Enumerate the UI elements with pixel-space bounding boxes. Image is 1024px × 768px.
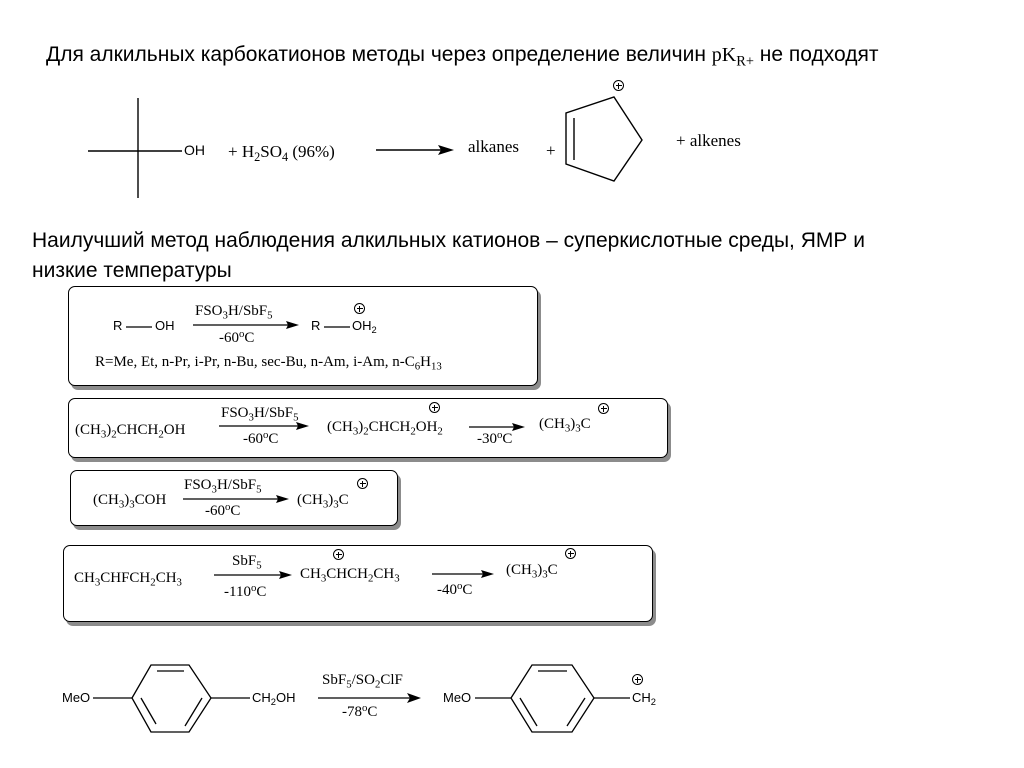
box4-arrow2-head	[481, 570, 494, 578]
box2-start: (CH3)2CHCH2OH	[75, 422, 186, 441]
box1-arrowhead	[286, 321, 299, 329]
cyclopentenyl-cation-charge	[613, 80, 624, 91]
box3-tbutyl-cation-charge	[357, 478, 368, 489]
benzyl-cation-charge	[632, 674, 643, 685]
reaction-box-tbutanol: (CH3)3COH FSO3H/SbF5 -60oC (CH3)3C	[70, 470, 398, 526]
benzene-ring-right	[510, 664, 595, 733]
box3-reagent: FSO3H/SbF5	[184, 477, 262, 496]
reaction-box-alcohol-protonation: R OH FSO3H/SbF5 -60oC R OH2 R=Me, Et, n-…	[68, 286, 538, 386]
heading1-tail: не подходят	[759, 43, 879, 66]
box2-product: (CH3)3C	[539, 416, 591, 435]
box2-arrow1-head	[296, 422, 309, 430]
box1-r-list: R=Me, Et, n-Pr, i-Pr, n-Bu, sec-Bu, n-Am…	[95, 354, 442, 373]
heading1-text: Для алкильных карбокатионов методы через…	[46, 43, 706, 66]
reaction-box-isobutanol: (CH3)2CHCH2OH FSO3H/SbF5 -60oC (CH3)2CHC…	[68, 398, 668, 458]
box1-r-right: R	[311, 318, 321, 333]
right-meo-label: MeO	[443, 690, 472, 705]
heading-best-method: Наилучший метод наблюдения алкильных кат…	[32, 226, 865, 286]
plus-sign: +	[546, 141, 556, 160]
box4-sbutyl-cation-charge	[333, 549, 344, 560]
box1-reagent: FSO3H/SbF5	[195, 303, 273, 322]
box1-r-left: R	[113, 318, 123, 333]
box3-arrow	[183, 495, 289, 503]
box4-temperature1: -110oC	[224, 582, 267, 600]
box4-product: (CH3)3C	[506, 562, 558, 581]
box4-arrows	[214, 570, 494, 579]
cyclopentene-ring	[565, 96, 643, 182]
reaction5-arrowhead	[407, 693, 421, 703]
heading-pkr-methods: Для алкильных карбокатионов методы через…	[46, 40, 878, 70]
box3-temperature: -60oC	[205, 501, 241, 519]
alkenes-label: + alkenes	[676, 131, 741, 150]
reaction-box-fluorobutane: CH3CHFCH2CH3 SbF5 -110oC CH3CHCH2CH3 -40…	[63, 545, 653, 622]
box2-arrow2-head	[512, 423, 525, 431]
heading2-line1: Наилучший метод наблюдения алкильных кат…	[32, 229, 865, 252]
box2-reagent: FSO3H/SbF5	[221, 405, 299, 424]
heading2-line2: низкие температуры	[32, 259, 232, 282]
tbu-oh-label: OH	[184, 142, 205, 158]
box1-oxonium-charge	[354, 303, 365, 314]
left-meo-label: MeO	[62, 690, 91, 705]
box2-temperature2: -30oC	[477, 429, 513, 447]
reaction1-arrowhead	[438, 145, 454, 155]
box4-intermediate: CH3CHCH2CH3	[300, 566, 400, 585]
alkanes-label: alkanes	[468, 137, 519, 156]
box4-temperature2: -40oC	[437, 580, 473, 598]
box2-intermediate: (CH3)2CHCH2OH2	[327, 419, 443, 438]
box3-product: (CH3)3C	[297, 492, 349, 511]
box4-reagent: SbF5	[232, 553, 262, 572]
left-ch2oh-label: CH2OH	[252, 690, 296, 707]
box1-bonds-arrow	[126, 321, 350, 329]
box1-temperature: -60oC	[219, 328, 255, 346]
right-ch2-label: CH2	[632, 690, 656, 707]
box2-tbutyl-cation-charge	[598, 403, 609, 414]
box3-start: (CH3)3COH	[93, 492, 167, 511]
box1-oh-left: OH	[155, 318, 175, 333]
box4-arrow1-head	[279, 571, 292, 579]
box1-oh2: OH2	[352, 318, 377, 335]
reaction1-reagent: + H2SO4 (96%)	[228, 142, 335, 164]
box4-tbutyl-cation-charge	[565, 548, 576, 559]
reaction5-temperature: -78oC	[342, 702, 378, 720]
box2-oxonium-charge	[429, 402, 440, 413]
reaction5-reagent: SbF5/SO2ClF	[322, 672, 403, 691]
box2-temperature1: -60oC	[243, 429, 279, 447]
box2-arrows	[219, 422, 525, 431]
box4-start: CH3CHFCH2CH3	[74, 570, 182, 589]
benzene-ring-left	[131, 664, 212, 733]
box3-arrowhead	[276, 495, 289, 503]
heading1-pk: pKR+	[711, 44, 754, 70]
